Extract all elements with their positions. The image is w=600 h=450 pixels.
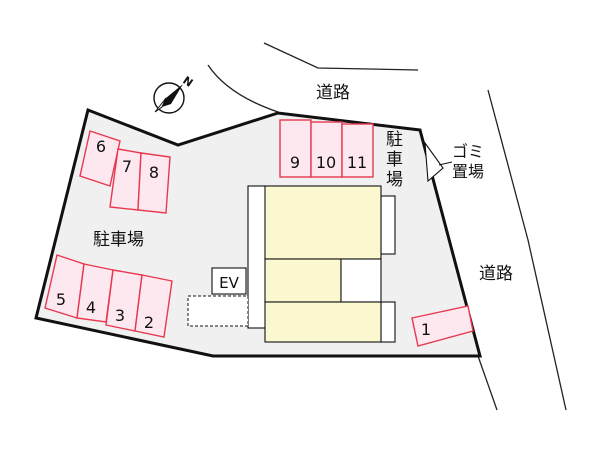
parking-number: 7 xyxy=(122,157,132,176)
parking-number: 9 xyxy=(290,153,300,172)
compass-tail xyxy=(154,97,167,113)
road-label-right: 道路 xyxy=(479,264,513,284)
parking-group-right: 1 xyxy=(411,305,474,347)
compass-needle-icon xyxy=(162,84,183,107)
parking-number: 5 xyxy=(56,290,66,309)
garbage-label-line: 置場 xyxy=(452,162,484,181)
parking-space xyxy=(279,119,312,178)
parking-group-left-bottom: 5 4 3 2 xyxy=(44,254,173,338)
building-wing xyxy=(247,185,267,329)
parking-number: 2 xyxy=(144,313,154,332)
compass: N xyxy=(153,74,195,114)
garbage-leader xyxy=(438,161,453,166)
parking-label-char: 駐 xyxy=(386,130,403,150)
garbage-label-line: ゴミ xyxy=(452,142,484,161)
building-wing xyxy=(380,195,396,255)
parking-space xyxy=(310,121,343,178)
garbage-area xyxy=(424,141,444,183)
parking-label-char: 車 xyxy=(386,150,403,170)
parking-number: 6 xyxy=(96,137,106,156)
parking-number: 8 xyxy=(149,163,159,182)
parking-label-char: 場 xyxy=(386,170,403,190)
elevator xyxy=(211,267,247,295)
parking-space xyxy=(134,274,173,338)
building-block xyxy=(264,258,342,303)
garbage-label: ゴミ 置場 xyxy=(452,142,484,181)
parking-number: 11 xyxy=(347,153,367,172)
building-opening xyxy=(340,258,382,303)
parking-number: 4 xyxy=(86,298,96,317)
road-line xyxy=(477,355,498,411)
building-block xyxy=(264,185,382,260)
parking-number: 10 xyxy=(316,153,336,172)
road-line xyxy=(487,89,567,411)
road-line xyxy=(207,64,279,113)
parking-label-right: 駐 車 場 xyxy=(386,130,403,190)
ev-label: EV xyxy=(219,274,239,292)
compass-north-label: N xyxy=(180,74,195,90)
building-wing xyxy=(380,301,396,343)
building-block xyxy=(264,301,382,343)
parking-number: 1 xyxy=(421,320,431,339)
dashed-area xyxy=(187,295,249,327)
parking-space xyxy=(137,152,171,214)
parking-space xyxy=(411,305,474,347)
road-line xyxy=(263,42,419,71)
parking-group-top: 9 10 11 xyxy=(279,119,374,178)
parking-label-left: 駐車場 xyxy=(93,230,144,250)
parking-space xyxy=(79,130,121,187)
road-label-top: 道路 xyxy=(316,83,350,103)
parking-space xyxy=(341,123,374,178)
parking-number: 3 xyxy=(115,306,125,325)
parking-group-left-top: 6 7 8 xyxy=(79,130,171,214)
